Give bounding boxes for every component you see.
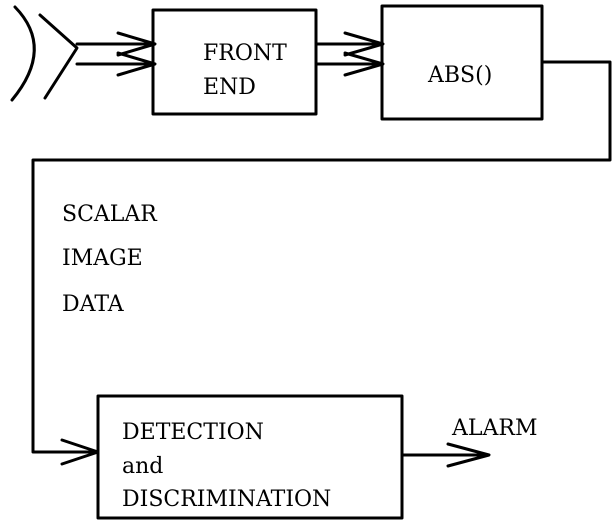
detection-label-line3: DISCRIMINATION bbox=[122, 487, 332, 512]
detection-block bbox=[96, 394, 404, 520]
scalar-data-line bbox=[31, 60, 612, 454]
alarm-arrowhead bbox=[446, 442, 491, 468]
front-end-label-line1: FRONT bbox=[203, 41, 287, 66]
detection-label-line2: and bbox=[122, 454, 164, 479]
signal-label-line1: SCALAR bbox=[62, 202, 157, 227]
abs-label: ABS() bbox=[428, 63, 493, 88]
detection-label-line1: DETECTION bbox=[122, 420, 264, 445]
signal-label-line2: IMAGE bbox=[62, 246, 143, 271]
signal-label-line3: DATA bbox=[62, 292, 124, 317]
antenna-icon bbox=[10, 5, 79, 102]
antenna-to-frontend-arrow bbox=[75, 31, 157, 77]
front-end-label-line2: END bbox=[203, 75, 256, 100]
front-end-block bbox=[151, 8, 318, 116]
frontend-to-abs-arrow bbox=[314, 31, 385, 77]
alarm-label: ALARM bbox=[452, 416, 538, 441]
